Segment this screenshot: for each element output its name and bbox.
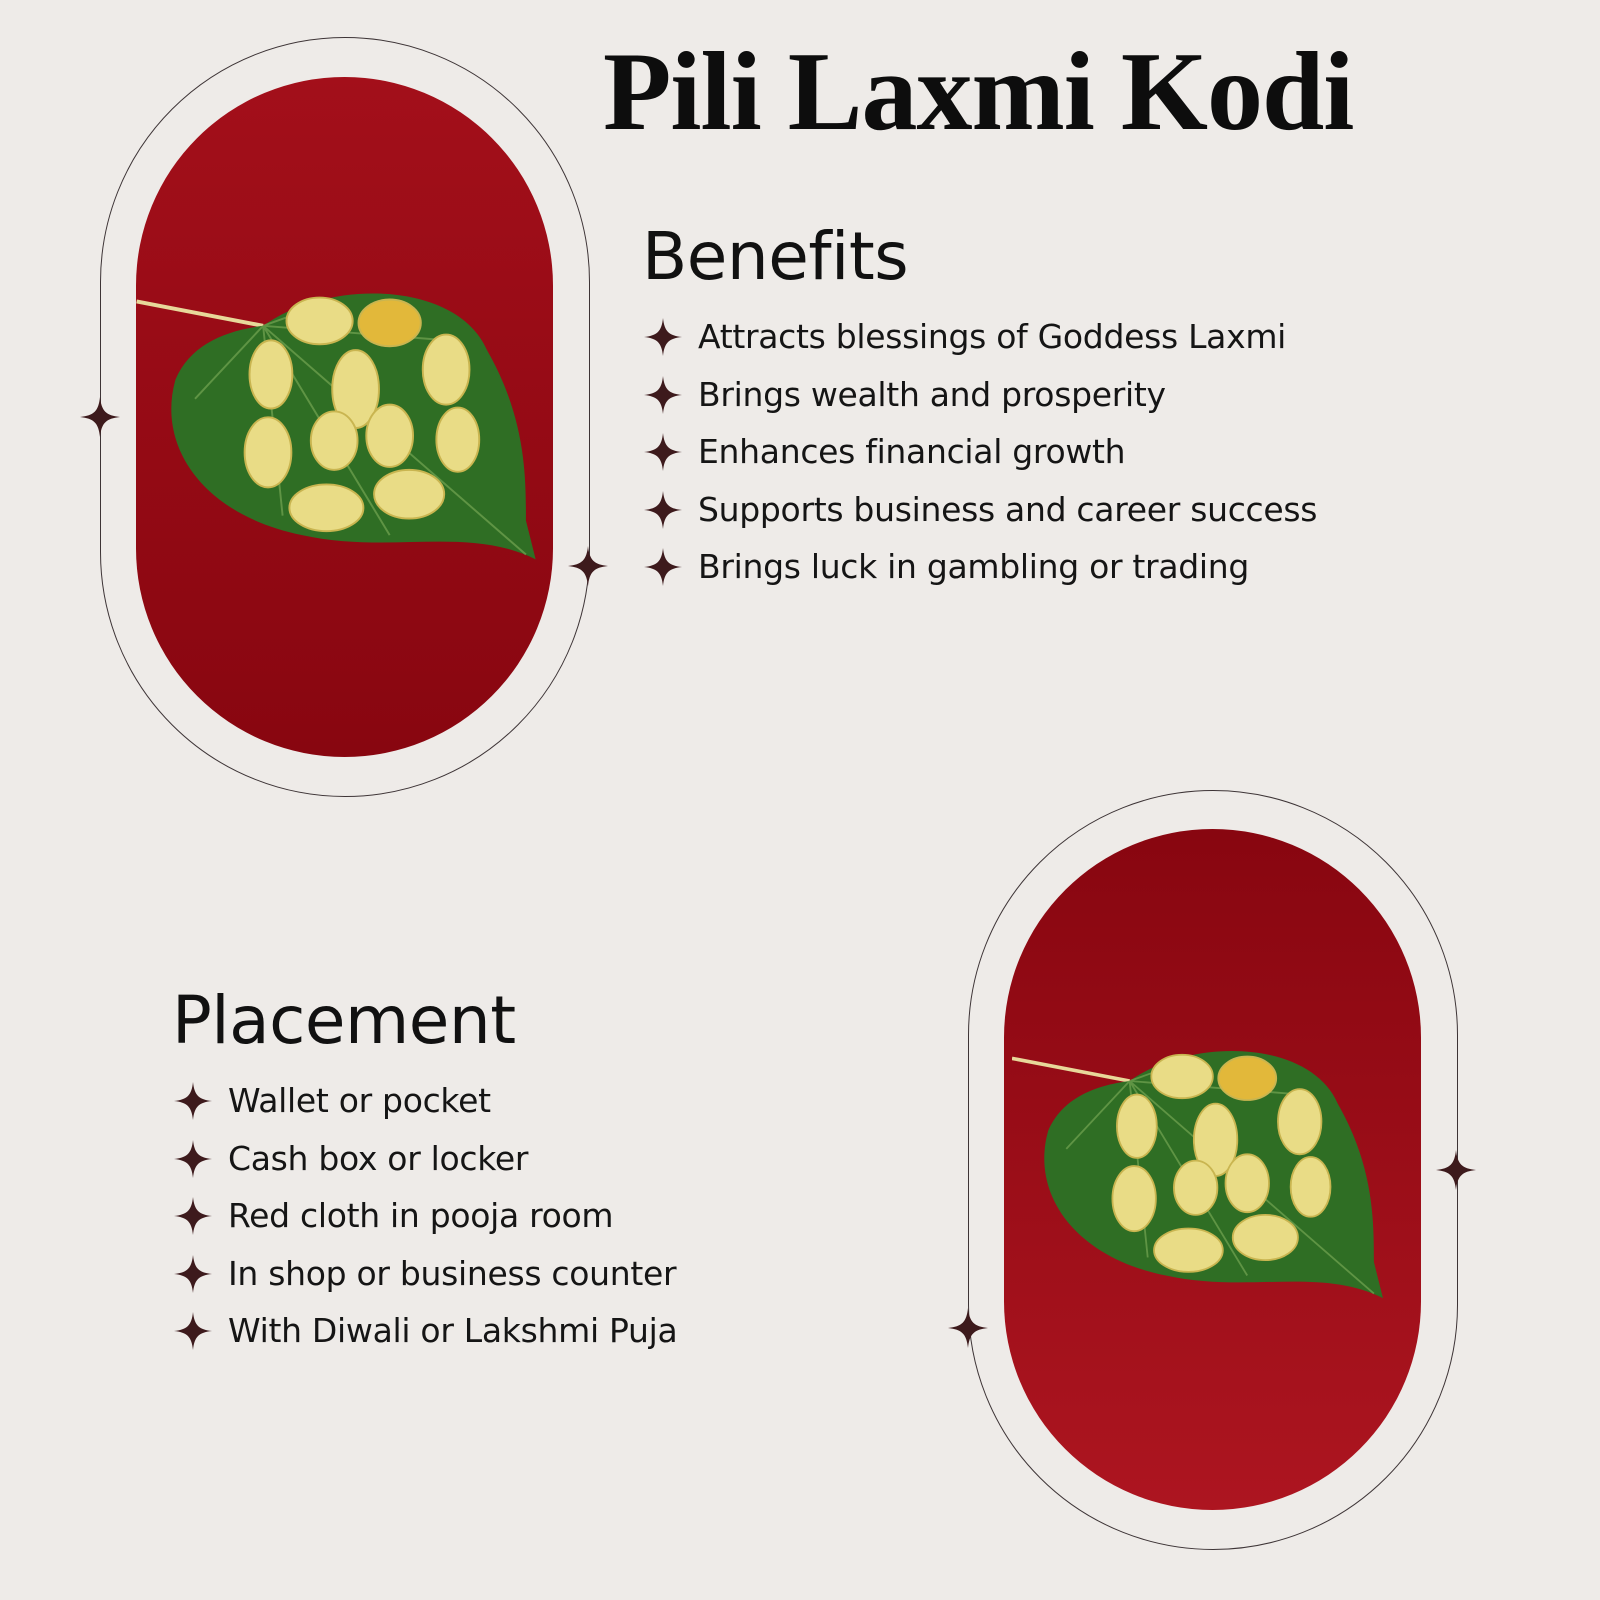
sparkle-icon xyxy=(644,376,682,414)
list-item: Cash box or locker xyxy=(174,1130,677,1188)
sparkle-icon xyxy=(1436,1150,1476,1190)
list-item: Wallet or pocket xyxy=(174,1072,677,1130)
sparkle-icon xyxy=(174,1312,212,1350)
benefits-list: Attracts blessings of Goddess Laxmi Brin… xyxy=(644,308,1317,596)
list-item: Red cloth in pooja room xyxy=(174,1187,677,1245)
benefits-heading: Benefits xyxy=(642,218,909,295)
sparkle-icon xyxy=(174,1140,212,1178)
sparkle-icon xyxy=(948,1308,988,1348)
sparkle-icon xyxy=(568,546,608,586)
list-item: Enhances financial growth xyxy=(644,423,1317,481)
list-item: In shop or business counter xyxy=(174,1245,677,1303)
sparkle-icon xyxy=(644,491,682,529)
sparkle-icon xyxy=(644,318,682,356)
sparkle-icon xyxy=(174,1197,212,1235)
page-title: Pili Laxmi Kodi xyxy=(603,30,1354,154)
product-image-top xyxy=(136,77,553,757)
sparkle-icon xyxy=(644,433,682,471)
sparkle-icon xyxy=(644,548,682,586)
list-item: Supports business and career success xyxy=(644,481,1317,539)
sparkle-icon xyxy=(174,1255,212,1293)
list-item: Attracts blessings of Goddess Laxmi xyxy=(644,308,1317,366)
placement-list: Wallet or pocket Cash box or locker Red … xyxy=(174,1072,678,1360)
list-item: Brings wealth and prosperity xyxy=(644,366,1317,424)
list-item: Brings luck in gambling or trading xyxy=(644,538,1317,596)
sparkle-icon xyxy=(174,1082,212,1120)
product-image-bottom xyxy=(1004,829,1421,1510)
placement-heading: Placement xyxy=(172,982,516,1059)
list-item: With Diwali or Lakshmi Puja xyxy=(174,1302,678,1360)
sparkle-icon xyxy=(80,397,120,437)
